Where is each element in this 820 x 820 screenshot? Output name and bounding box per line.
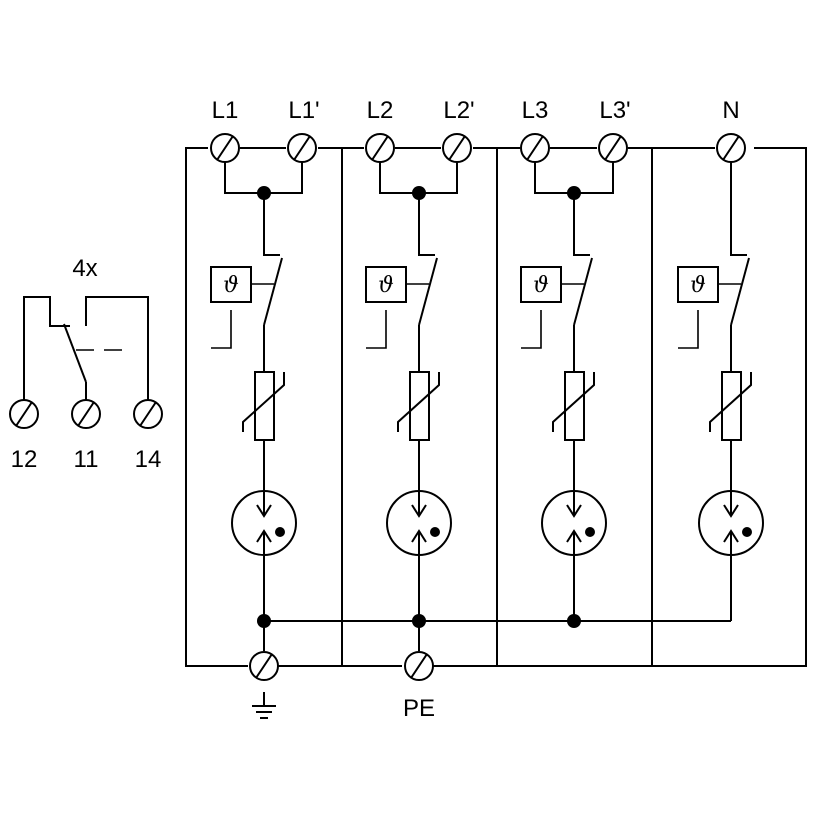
channel-l2: ϑ xyxy=(365,133,472,651)
thermal-symbol: ϑ xyxy=(690,273,706,298)
terminal-11 xyxy=(71,399,101,429)
terminal-14 xyxy=(133,399,163,429)
thermal-symbol: ϑ xyxy=(533,273,549,298)
varistor-l2 xyxy=(397,371,440,441)
channel-l1: ϑ xyxy=(210,133,317,651)
terminal-pe xyxy=(404,651,434,681)
label-l1: L1 xyxy=(212,97,239,124)
terminal-l2 xyxy=(365,133,395,163)
channel-n: ϑ xyxy=(677,133,764,621)
label-l2-prime: L2' xyxy=(443,97,474,124)
label-l1-prime: L1' xyxy=(288,97,319,124)
thermal-disconnector-l2: ϑ xyxy=(365,266,429,349)
thermal-symbol: ϑ xyxy=(378,273,394,298)
thermal-disconnector-l3: ϑ xyxy=(520,266,584,349)
terminal-12 xyxy=(9,399,39,429)
gas-discharge-tube-l2 xyxy=(386,490,452,556)
thermal-disconnector-l1: ϑ xyxy=(210,266,274,349)
varistor-l1 xyxy=(242,371,285,441)
gas-discharge-tube-l3 xyxy=(541,490,607,556)
label-12: 12 xyxy=(11,446,38,473)
thermal-disconnector-n: ϑ xyxy=(677,266,741,349)
pe-label: PE xyxy=(403,695,435,722)
terminal-earth xyxy=(249,651,279,681)
relay-multiplier: 4x xyxy=(72,255,97,282)
terminal-l1-prime xyxy=(287,133,317,163)
top-terminal-labels: L1 L1' L2 L2' L3 L3' N xyxy=(212,97,740,124)
varistor-n xyxy=(709,371,752,441)
label-14: 14 xyxy=(135,446,162,473)
module-housings xyxy=(185,147,807,667)
label-l3: L3 xyxy=(522,97,549,124)
label-l2: L2 xyxy=(367,97,394,124)
label-n: N xyxy=(722,97,739,124)
varistor-l3 xyxy=(552,371,595,441)
thermal-symbol: ϑ xyxy=(223,273,239,298)
gas-discharge-tube-l1 xyxy=(231,490,297,556)
gas-discharge-tube-n xyxy=(698,490,764,556)
earth-icon xyxy=(252,692,276,719)
label-l3-prime: L3' xyxy=(599,97,630,124)
terminal-l2-prime xyxy=(442,133,472,163)
terminal-l3 xyxy=(520,133,550,163)
terminal-n xyxy=(716,133,746,163)
terminal-l3-prime xyxy=(598,133,628,163)
label-11: 11 xyxy=(74,446,99,473)
remote-signal-contact: 4x 12 11 14 xyxy=(9,255,163,473)
channel-l3: ϑ xyxy=(520,133,628,628)
terminal-l1 xyxy=(210,133,240,163)
